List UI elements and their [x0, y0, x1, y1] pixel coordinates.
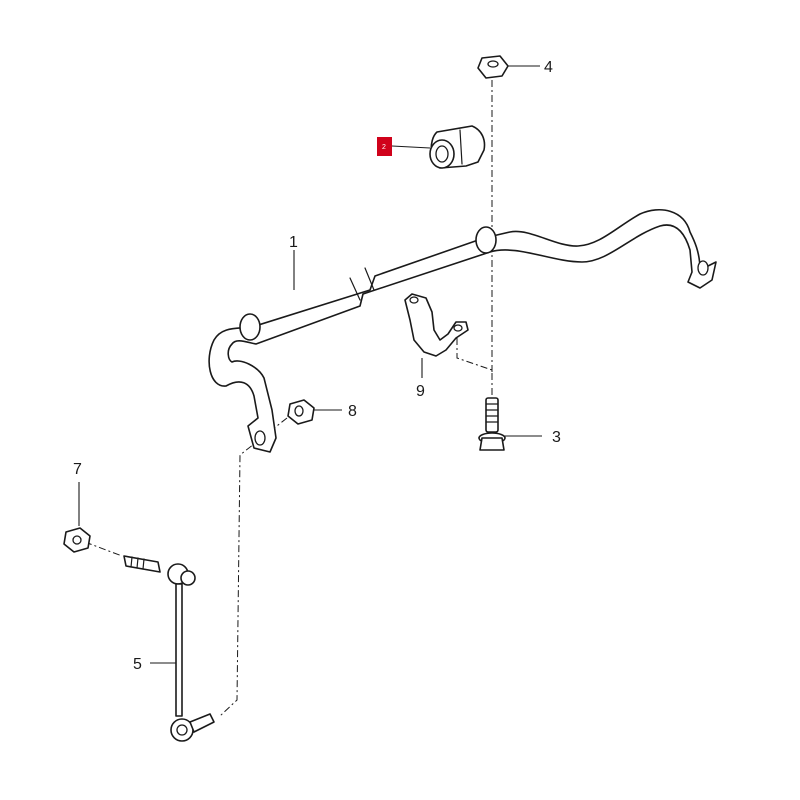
bar-break-right — [364, 267, 375, 291]
coupling-link[interactable] — [123, 555, 215, 742]
bolt-3[interactable] — [478, 397, 506, 451]
alignment-lines — [84, 80, 493, 717]
alignment-line-bracket-9 — [456, 338, 493, 395]
leader-2 — [391, 145, 431, 149]
mounting-bracket[interactable] — [404, 293, 469, 357]
callout-9[interactable]: 9 — [416, 383, 425, 400]
callout-2-highlight[interactable]: 2 — [377, 137, 392, 156]
callout-4[interactable]: 4 — [544, 59, 553, 76]
leader-lines — [78, 65, 542, 664]
nut-8[interactable] — [287, 399, 315, 425]
callout-2-box — [377, 137, 392, 156]
bushing-ring-left — [239, 313, 261, 341]
nut-7[interactable] — [63, 527, 91, 553]
rubber-bushing[interactable] — [429, 125, 486, 169]
callout-2: 2 — [382, 144, 386, 151]
bushing-inner-bore — [435, 145, 449, 163]
callout-3[interactable]: 3 — [552, 429, 561, 446]
callout-1[interactable]: 1 — [289, 234, 298, 251]
nut-4[interactable] — [477, 55, 509, 79]
bar-end-eye-left — [254, 430, 266, 446]
bar-end-eye-right — [697, 260, 709, 276]
callout-8[interactable]: 8 — [348, 403, 357, 420]
bushing-ring-right — [475, 226, 497, 254]
bracket-hole-side — [453, 324, 463, 332]
callout-labels: 1 3 4 5 7 8 9 2 — [73, 59, 561, 673]
bracket-hole-top — [409, 296, 419, 304]
callout-7[interactable]: 7 — [73, 461, 82, 478]
callout-5[interactable]: 5 — [133, 656, 142, 673]
stabilizer-bar[interactable] — [208, 208, 717, 453]
alignment-line-link-5 — [219, 417, 288, 717]
bushing-groove — [459, 129, 463, 165]
alignment-line-nut-7 — [84, 541, 123, 557]
bar-break-left — [349, 277, 361, 301]
